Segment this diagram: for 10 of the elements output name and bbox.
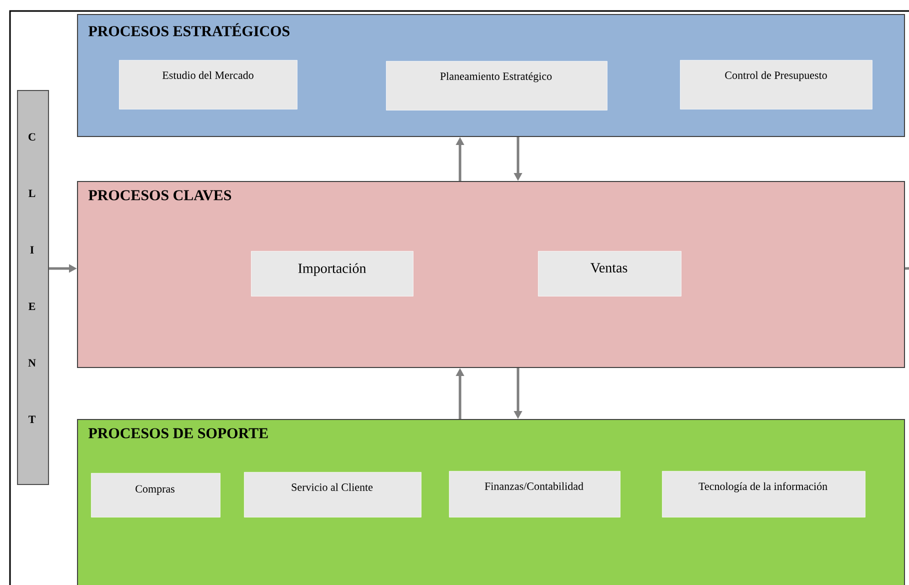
process-box: Estudio del Mercado <box>119 60 298 110</box>
process-box: Ventas <box>538 251 682 296</box>
process-box: Compras <box>91 473 220 518</box>
process-box: Tecnología de la información <box>662 471 866 518</box>
process-box: Planeamiento Estratégico <box>386 61 608 110</box>
client-bar: C L I E N T <box>17 90 49 485</box>
process-box: Importación <box>251 251 414 296</box>
process-box: Control de Presupuesto <box>680 60 872 110</box>
process-box: Finanzas/Contabilidad <box>449 471 620 518</box>
process-box: Servicio al Cliente <box>244 472 422 518</box>
